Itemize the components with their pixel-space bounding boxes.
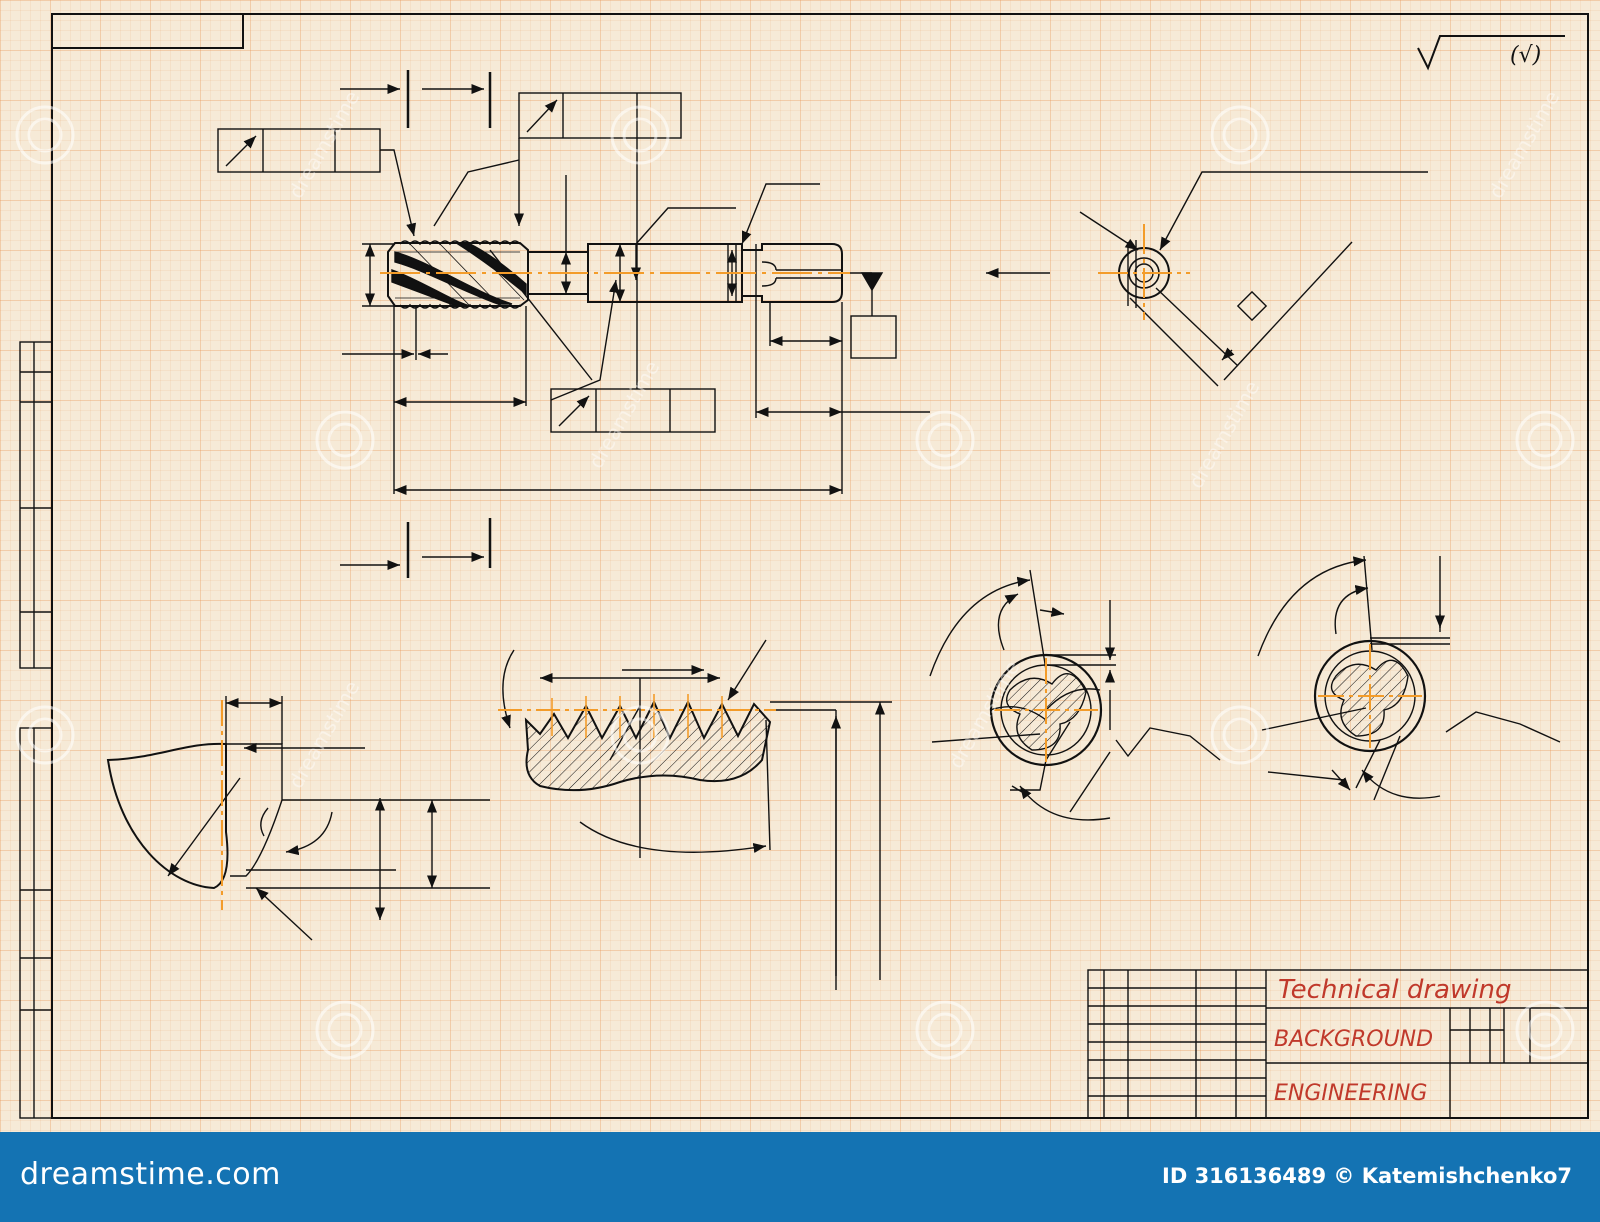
thread-profile-view	[501, 639, 892, 990]
tooth-detail-view	[106, 696, 490, 941]
title-block-line2: BACKGROUND	[1274, 1027, 1433, 1052]
tap-cross-section-1	[929, 569, 1221, 821]
title-block-line3: ENGINEERING	[1274, 1081, 1427, 1106]
technical-drawing: dreamstime dreamstime dreamstime dreamst…	[15, 13, 1589, 1119]
watermark-text: dreamstime	[1484, 86, 1565, 202]
roughness-label: (√)	[1510, 43, 1541, 68]
watermark-text: dreamstime	[944, 656, 1025, 772]
title-block-title: Technical drawing	[1278, 975, 1511, 1005]
tap-cross-section-2	[1257, 555, 1561, 801]
footer-logo[interactable]: dreamstime.com	[20, 1157, 281, 1192]
drawing-sheet: dreamstime dreamstime dreamstime dreamst…	[0, 0, 1600, 1132]
sheet-frame	[51, 13, 1589, 1119]
left-margin-strip-upper	[19, 341, 53, 669]
watermark	[15, 105, 1575, 1060]
tap-main-view	[217, 70, 930, 578]
tap-end-view	[986, 171, 1428, 387]
image-id-credit: ID 316136489 © Katemishchenko7	[1162, 1164, 1572, 1188]
watermark-text: dreamstime	[284, 676, 365, 792]
surface-roughness-mark	[1417, 35, 1565, 71]
footer-bar: dreamstime.com ID 316136489 © Katemishch…	[0, 1132, 1600, 1222]
watermark-text: dreamstime	[1184, 376, 1265, 492]
frame-corner-box	[52, 14, 244, 49]
title-block-frame	[1087, 969, 1589, 1119]
watermark-text: dreamstime	[284, 86, 365, 202]
left-margin-strip-lower	[19, 727, 53, 1119]
